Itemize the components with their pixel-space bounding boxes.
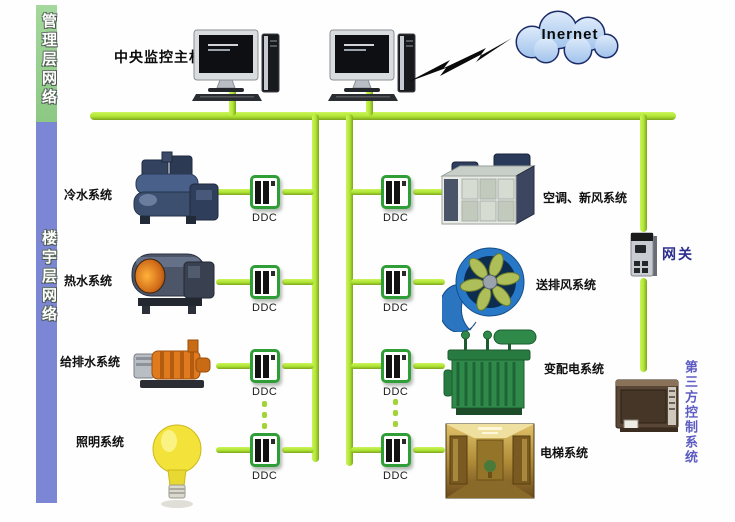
ddc-label: DDC	[383, 212, 409, 224]
internet-cloud-icon	[515, 10, 619, 65]
system-label-fans: 送排风系统	[536, 278, 597, 292]
elevator-icon	[445, 423, 535, 499]
branch-line	[413, 447, 445, 453]
branch-line	[216, 447, 252, 453]
system-label-hot-water: 热水系统	[64, 274, 113, 288]
gateway-label: 网关	[662, 246, 694, 262]
pump-icon	[133, 339, 211, 388]
branch-line	[282, 279, 314, 285]
management-network-bar	[36, 5, 57, 122]
ddc-controller	[250, 265, 280, 299]
system-label-hvac: 空调、新风系统	[543, 191, 628, 205]
management-network-label: 管理层网络	[40, 13, 57, 108]
more-ddc-ellipsis	[262, 401, 267, 429]
transformer-icon	[443, 329, 537, 415]
building-network-bar	[36, 122, 57, 503]
third-party-controller-icon	[615, 379, 679, 432]
ddc-label: DDC	[252, 386, 278, 398]
system-label-lighting: 照明系统	[76, 435, 125, 449]
ddc-controller	[250, 175, 280, 209]
ddc-controller	[250, 433, 280, 467]
light-bulb-icon	[152, 424, 202, 508]
system-label-water-supply: 给排水系统	[60, 355, 121, 369]
branch-line	[351, 279, 383, 285]
branch-line	[282, 189, 314, 195]
main-bus-line	[90, 112, 676, 120]
system-label-chilled-water: 冷水系统	[64, 188, 113, 202]
ddc-label: DDC	[252, 470, 278, 482]
branch-line	[413, 189, 445, 195]
gateway-lower-line	[640, 278, 647, 372]
ddc-controller	[381, 175, 411, 209]
ddc-controller	[381, 433, 411, 467]
ddc-controller	[250, 349, 280, 383]
ddc-label: DDC	[383, 470, 409, 482]
branch-line	[216, 189, 252, 195]
ddc-label: DDC	[252, 212, 278, 224]
ddc-label: DDC	[252, 302, 278, 314]
right-trunk-line	[346, 114, 353, 466]
chiller-icon	[133, 151, 219, 224]
branch-line	[216, 363, 252, 369]
more-ddc-ellipsis	[393, 399, 398, 427]
system-label-elevator: 电梯系统	[540, 446, 589, 460]
system-label-power: 变配电系统	[544, 362, 605, 376]
branch-line	[351, 189, 383, 195]
workstation-computer-icon	[328, 29, 416, 101]
computer1-drop-line	[229, 88, 236, 116]
branch-line	[351, 363, 383, 369]
air-handling-unit-icon	[440, 153, 536, 225]
internet-label: Inernet	[541, 26, 599, 43]
gateway-upper-line	[640, 114, 647, 232]
branch-line	[351, 447, 383, 453]
building-network-label: 楼宇层网络	[40, 230, 57, 325]
gateway-device-icon	[630, 232, 657, 277]
ddc-controller	[381, 265, 411, 299]
ddc-controller	[381, 349, 411, 383]
lightning-link-icon	[408, 38, 512, 82]
branch-line	[282, 363, 314, 369]
branch-line	[413, 363, 445, 369]
ddc-label: DDC	[383, 386, 409, 398]
left-trunk-line	[312, 114, 319, 462]
boiler-icon	[131, 253, 215, 314]
central-host-label: 中央监控主机	[114, 49, 204, 65]
branch-line	[216, 279, 252, 285]
computer2-drop-line	[366, 88, 373, 116]
third-party-system-label: 第三方控制系统	[683, 360, 698, 465]
branch-line	[282, 447, 314, 453]
ddc-label: DDC	[383, 302, 409, 314]
branch-line	[413, 279, 445, 285]
workstation-computer-icon	[192, 29, 280, 101]
axial-fan-icon	[442, 247, 525, 332]
